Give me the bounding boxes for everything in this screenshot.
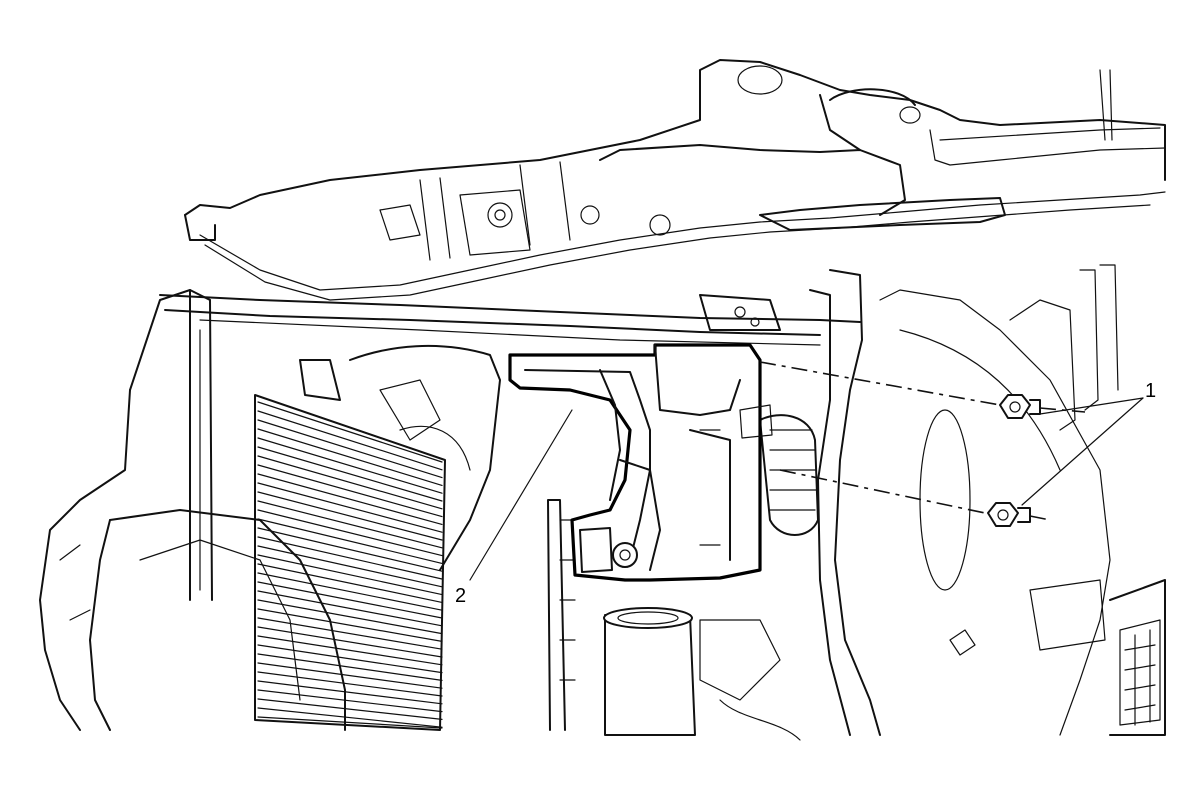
radiator-support-upper bbox=[159, 294, 861, 346]
bolt-upper bbox=[999, 394, 1041, 419]
callout-1-label: 1 bbox=[1145, 380, 1156, 402]
installation-lines bbox=[759, 361, 1086, 521]
center-components bbox=[349, 344, 819, 741]
mounting-bracket bbox=[508, 343, 773, 582]
upper-cowl-assembly bbox=[184, 59, 1166, 301]
front-fascia-left bbox=[39, 289, 346, 731]
callout-leaders bbox=[469, 397, 1144, 581]
callout-2-label: 2 bbox=[455, 585, 466, 607]
condenser-core bbox=[254, 359, 446, 731]
bolt-lower bbox=[987, 502, 1031, 527]
front-end-upper-tie-bar bbox=[809, 264, 1166, 736]
